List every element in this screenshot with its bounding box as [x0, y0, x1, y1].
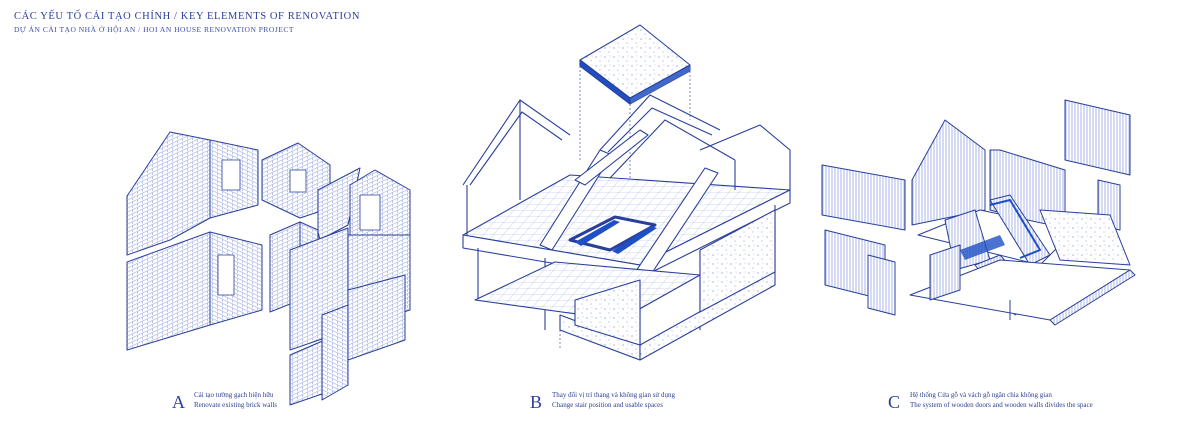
structure-frame-drawing: [462, 24, 791, 361]
page-subtitle: DỰ ÁN CẢI TẠO NHÀ Ở HỘI AN / HOI AN HOUS…: [14, 25, 294, 34]
caption-line-en: Change stair position and usable spaces: [552, 401, 664, 409]
caption-line-vi: Cải tạo tường gạch hiện hữu: [194, 391, 274, 399]
page-title: CÁC YẾU TỐ CẢI TẠO CHÍNH / KEY ELEMENTS …: [14, 11, 361, 22]
caption-line-en: Renovate existing brick walls: [194, 401, 278, 409]
caption-line-en: The system of wooden doors and wooden wa…: [910, 401, 1093, 409]
caption-text: Cải tạo tường gạch hiện hữu Renovate exi…: [194, 390, 277, 410]
caption-letter: A: [172, 392, 185, 412]
caption-line-vi: Hệ thống Cửa gỗ và vách gỗ ngăn chia khô…: [910, 391, 1052, 399]
header: CÁC YẾU TỐ CẢI TẠO CHÍNH / KEY ELEMENTS …: [14, 10, 360, 35]
caption-letter: B: [530, 392, 543, 412]
wooden-partitions-drawing: [821, 99, 1136, 326]
caption-text: Hệ thống Cửa gỗ và vách gỗ ngăn chia khô…: [910, 390, 1093, 410]
caption-text: Thay đổi vị trí thang và không gian sử d…: [552, 390, 675, 410]
brick-walls-drawing: [126, 131, 411, 406]
caption-line-vi: Thay đổi vị trí thang và không gian sử d…: [552, 391, 675, 399]
caption-letter: C: [888, 392, 901, 412]
